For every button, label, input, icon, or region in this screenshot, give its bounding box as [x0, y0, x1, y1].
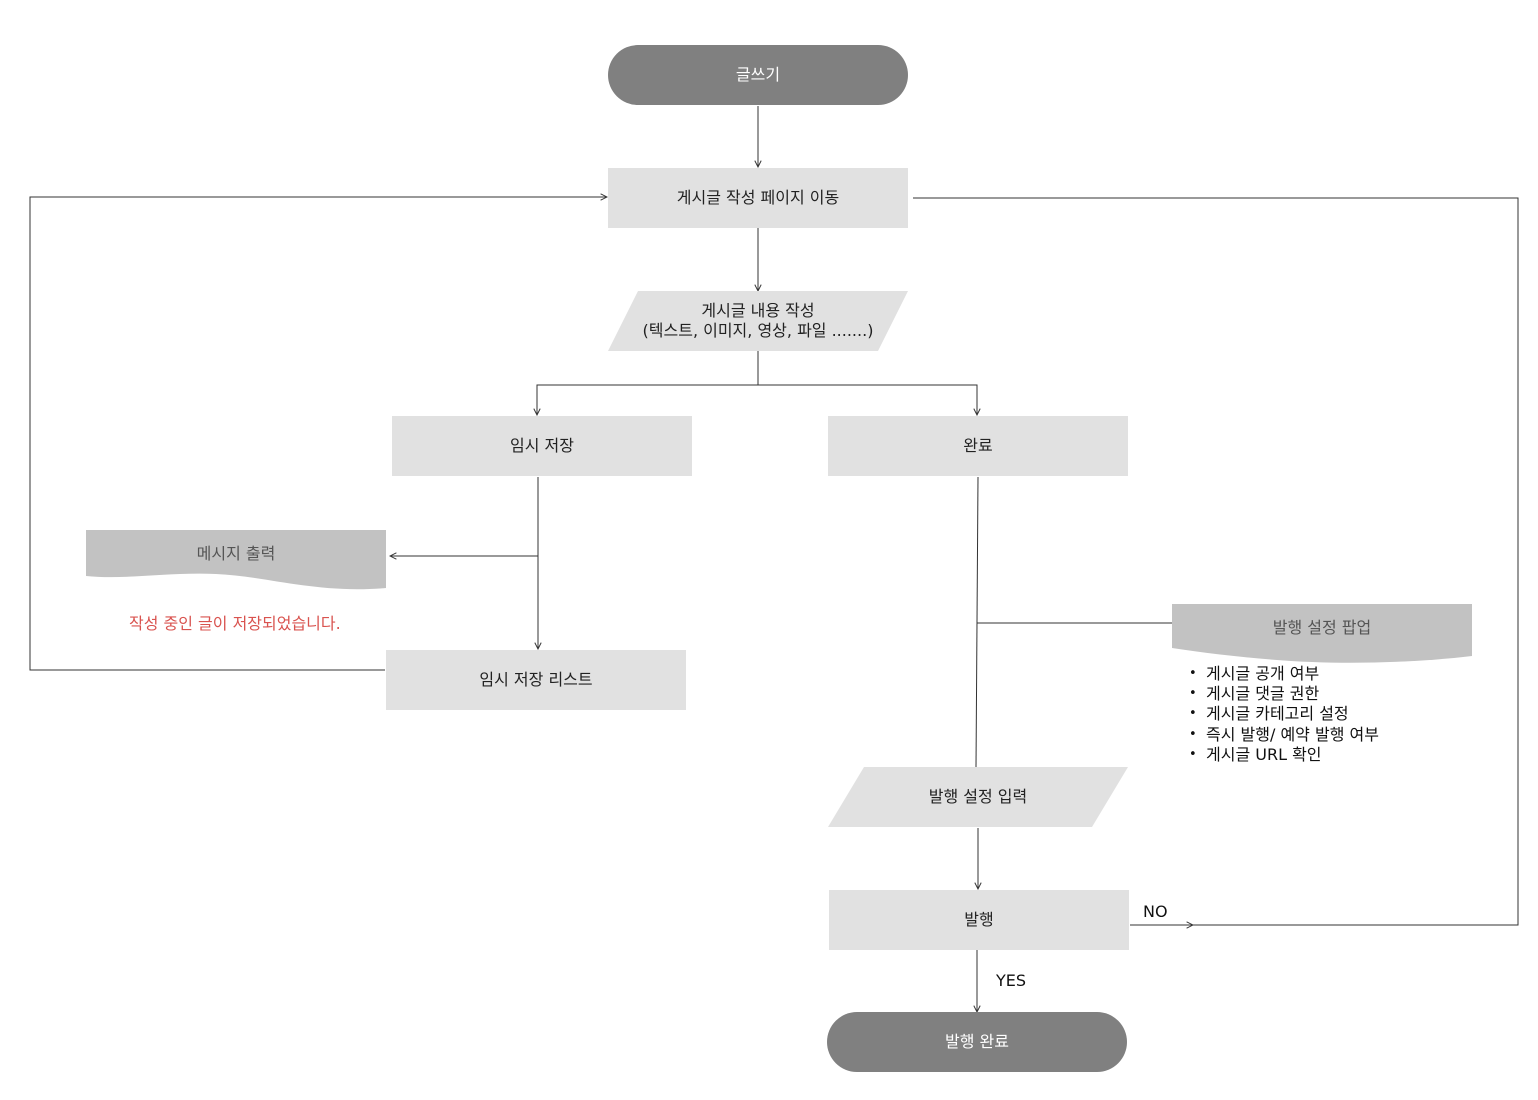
publish-input-label: 발행 설정 입력: [928, 787, 1028, 806]
edge-write-to-complete: [758, 384, 977, 415]
popup-item: • 게시글 댓글 권한: [1172, 684, 1379, 704]
write-content-input: 게시글 내용 작성 (텍스트, 이미지, 영상, 파일 .......): [608, 291, 908, 351]
complete-label: 완료: [963, 436, 993, 455]
message-output-document: 메시지 출력: [86, 530, 386, 592]
publish-popup-document: 발행 설정 팝업: [1172, 604, 1472, 666]
bullet-icon: •: [1189, 726, 1197, 742]
complete-process: 완료: [828, 416, 1128, 476]
popup-item: • 게시글 공개 여부: [1172, 664, 1379, 684]
edge-complete-to-input: [975, 476, 979, 768]
edge-label-no: NO: [1143, 902, 1168, 921]
move-page-label: 게시글 작성 페이지 이동: [676, 188, 840, 207]
message-output-label: 메시지 출력: [196, 544, 276, 563]
publish-popup-shape: [1172, 604, 1472, 663]
publish-input-input: 발행 설정 입력: [828, 767, 1128, 827]
temp-save-list-process: 임시 저장 리스트: [386, 650, 686, 710]
publish-popup-item-list: • 게시글 공개 여부 • 게시글 댓글 권한 • 게시글 카테고리 설정 • 즉시 발…: [1172, 664, 1379, 765]
publish-input-shape: [828, 767, 1128, 827]
write-content-shape: [608, 291, 908, 351]
write-content-label-2: (텍스트, 이미지, 영상, 파일 .......): [642, 321, 874, 340]
bullet-icon: •: [1189, 666, 1197, 681]
popup-item-text: 게시글 공개 여부: [1206, 664, 1320, 683]
bullet-icon: •: [1189, 706, 1197, 722]
publish-done-label: 발행 완료: [945, 1032, 1009, 1051]
bullet-icon: •: [1189, 746, 1197, 762]
saved-message-text: 작성 중인 글이 저장되었습니다.: [129, 614, 341, 633]
popup-item-text: 게시글 URL 확인: [1206, 744, 1322, 764]
popup-item-text: 즉시 발행/ 예약 발행 여부: [1206, 724, 1379, 744]
publish-process: 발행: [829, 890, 1129, 950]
bullet-icon: •: [1189, 686, 1197, 702]
write-content-label-1: 게시글 내용 작성: [701, 301, 815, 320]
temp-save-process: 임시 저장: [392, 416, 692, 476]
popup-item: • 즉시 발행/ 예약 발행 여부: [1172, 725, 1379, 745]
edge-list-loop: [29, 197, 607, 671]
move-page-process: 게시글 작성 페이지 이동: [608, 168, 908, 228]
publish-done-terminal: 발행 완료: [827, 1012, 1127, 1072]
temp-save-label: 임시 저장: [510, 436, 574, 455]
message-output-shape: [86, 530, 386, 590]
start-label: 글쓰기: [735, 65, 781, 84]
edge-label-yes: YES: [996, 971, 1027, 990]
edge-no-loop: [913, 197, 1519, 926]
edge-write-split: [537, 351, 759, 415]
popup-item: • 게시글 카테고리 설정: [1172, 704, 1379, 724]
popup-item-text: 게시글 댓글 권한: [1206, 684, 1320, 704]
temp-save-list-label: 임시 저장 리스트: [479, 670, 593, 689]
publish-popup-label: 발행 설정 팝업: [1272, 618, 1372, 637]
popup-item: • 게시글 URL 확인: [1172, 745, 1379, 765]
popup-item-text: 게시글 카테고리 설정: [1206, 704, 1349, 724]
start-terminal: 글쓰기: [608, 45, 908, 105]
publish-label: 발행: [964, 910, 994, 929]
